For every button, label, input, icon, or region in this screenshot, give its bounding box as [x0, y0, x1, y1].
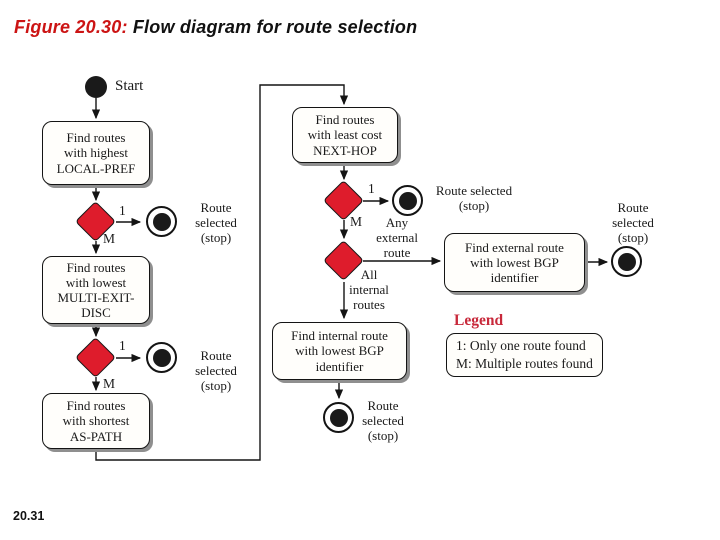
- process-box-next-hop: Find routes with least cost NEXT-HOP: [292, 107, 398, 163]
- figure-number: Figure 20.30:: [14, 17, 128, 37]
- stop-node-local-pref: [146, 206, 177, 237]
- process-box-multi-exit: Find routes with lowest MULTI-EXIT- DISC: [42, 256, 150, 324]
- stop-dot: [329, 408, 348, 427]
- stop-label-next-hop: Route selected (stop): [435, 183, 513, 213]
- process-box-external-bgp: Find external route with lowest BGP iden…: [444, 233, 585, 292]
- stop-label-internal: Route selected (stop): [362, 398, 404, 443]
- stop-node-next-hop: [392, 185, 423, 216]
- start-node: [85, 76, 107, 98]
- branch-label-one-1: 1: [119, 203, 126, 218]
- stop-dot: [398, 191, 417, 210]
- branch-label-multiple-2: M: [103, 376, 116, 391]
- stop-label-external: Route selected (stop): [612, 200, 654, 245]
- arrow-aspath-to-nexthop: [95, 84, 349, 461]
- stop-dot: [617, 252, 636, 271]
- figure-caption: Flow diagram for route selection: [127, 17, 418, 37]
- page-number: 20.31: [13, 509, 45, 523]
- process-box-internal-bgp: Find internal route with lowest BGP iden…: [272, 322, 407, 380]
- legend-box: 1: Only one route found M: Multiple rout…: [446, 333, 603, 378]
- stop-label-local-pref: Route selected (stop): [195, 200, 237, 245]
- branch-label-multiple-3: M: [350, 214, 363, 229]
- branch-label-one-2: 1: [119, 338, 126, 353]
- process-box-local-pref: Find routes with highest LOCAL-PREF: [42, 121, 150, 185]
- stop-label-multi-exit: Route selected (stop): [195, 348, 237, 393]
- stop-dot: [152, 348, 171, 367]
- start-label: Start: [115, 78, 144, 94]
- legend-title: Legend: [454, 312, 504, 329]
- page-title: Figure 20.30: Flow diagram for route sel…: [14, 17, 417, 38]
- stop-node-multi-exit: [146, 342, 177, 373]
- stop-dot: [152, 212, 171, 231]
- stop-node-internal: [323, 402, 354, 433]
- branch-label-any-external: Any external route: [376, 215, 418, 260]
- branch-label-multiple-1: M: [103, 231, 116, 246]
- legend-item-one: 1: Only one route found: [456, 338, 586, 353]
- branch-label-all-internal: All internal routes: [349, 267, 389, 312]
- process-box-as-path: Find routes with shortest AS-PATH: [42, 393, 150, 449]
- branch-label-one-3: 1: [368, 181, 375, 196]
- legend-item-multiple: M: Multiple routes found: [456, 356, 593, 372]
- stop-node-external: [611, 246, 642, 277]
